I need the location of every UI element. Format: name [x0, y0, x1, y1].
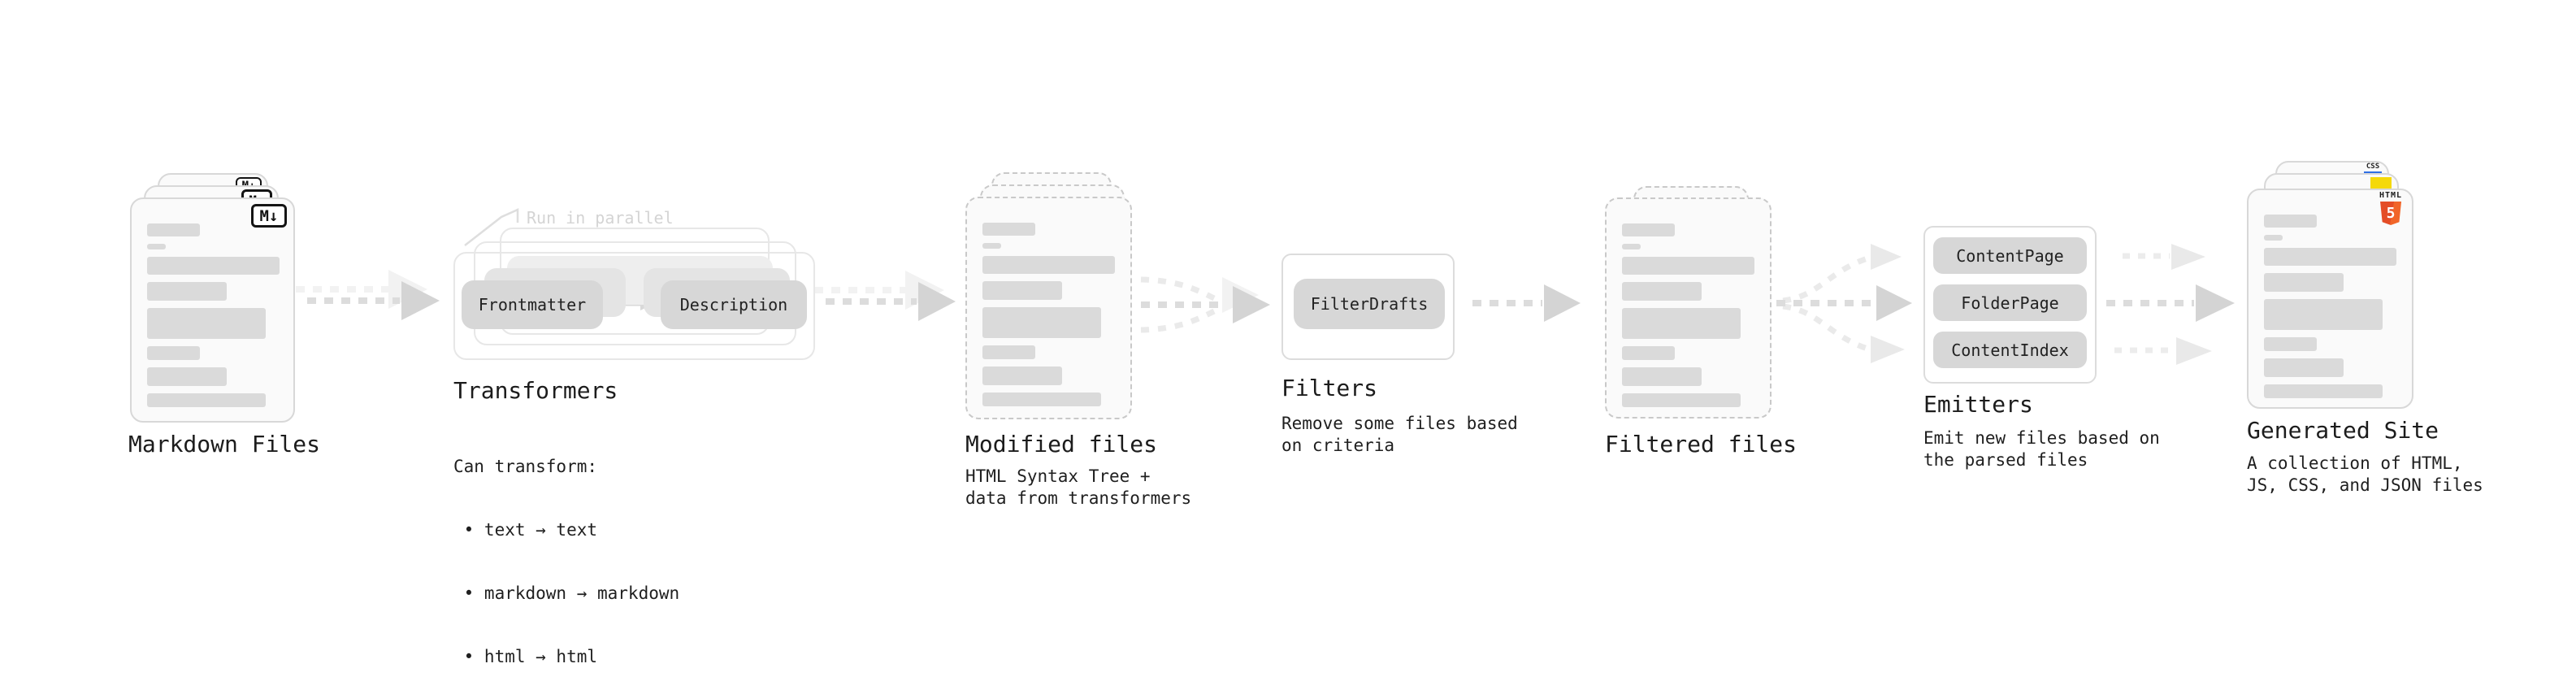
- desc-line: HTML Syntax Tree +: [965, 466, 1151, 486]
- contentpage-pill: ContentPage: [1933, 237, 2087, 274]
- transformers-bullet: • html → html: [453, 647, 598, 666]
- flow-converge-modified-to-filters: [1140, 276, 1270, 333]
- file-content-skeleton: [132, 199, 280, 414]
- contentindex-pill: ContentIndex: [1933, 332, 2087, 368]
- filters-description: Remove some files based on criteria: [1281, 413, 1518, 457]
- desc-line: the parsed files: [1923, 450, 2088, 470]
- folderpage-pill: FolderPage: [1933, 284, 2087, 321]
- transformers-bullet: • text → text: [453, 520, 598, 540]
- modified-files-description: HTML Syntax Tree + data from transformer…: [965, 466, 1191, 510]
- markdown-file-card-front: [130, 197, 295, 423]
- javascript-file-icon: [2370, 177, 2392, 189]
- flow-diverge-filtered-to-emitters: [1776, 244, 1912, 363]
- desc-line: data from transformers: [965, 488, 1192, 508]
- html5-shield: 5: [2380, 202, 2402, 225]
- flow-arrow-markdown-to-transformers: [296, 270, 440, 320]
- transformers-bullet: • markdown → markdown: [453, 583, 680, 603]
- transformers-desc-title: Can transform:: [453, 457, 598, 476]
- stage-label-filters: Filters: [1281, 375, 1378, 401]
- run-in-parallel-note: Run in parallel: [527, 208, 674, 228]
- file-content-skeleton: [1607, 199, 1754, 414]
- frontmatter-pill: Frontmatter: [462, 280, 603, 329]
- markdown-icon: M↓: [251, 204, 287, 228]
- filterdrafts-pill: FilterDrafts: [1294, 279, 1445, 329]
- stage-label-modified-files: Modified files: [965, 431, 1158, 458]
- file-content-skeleton: [2249, 190, 2396, 406]
- html5-file-icon: HTML 5: [2379, 192, 2402, 225]
- stage-label-filtered-files: Filtered files: [1605, 431, 1798, 458]
- flow-arrow-transformers-to-modified: [814, 271, 956, 321]
- html5-digit: 5: [2386, 205, 2396, 222]
- desc-line: on criteria: [1281, 436, 1395, 455]
- transformer-box-front: [453, 252, 815, 360]
- desc-line: Remove some files based: [1281, 414, 1518, 433]
- flow-arrows-emitters-to-generated: [2106, 244, 2235, 365]
- flow-arrow-filters-to-filtered: [1472, 284, 1581, 322]
- stage-label-generated-site: Generated Site: [2247, 417, 2439, 444]
- html5-icon-word: HTML: [2379, 191, 2403, 200]
- transformers-description: Can transform: • text → text • markdown …: [453, 414, 679, 681]
- file-content-skeleton: [967, 198, 1115, 414]
- desc-line: JS, CSS, and JSON files: [2247, 475, 2483, 495]
- generated-file-card-front: [2247, 189, 2413, 409]
- filtered-file-card-front: [1605, 197, 1772, 419]
- description-pill: Description: [661, 280, 807, 329]
- desc-line: A collection of HTML,: [2247, 453, 2463, 473]
- modified-file-card-front: [965, 197, 1132, 419]
- run-in-parallel-callout-line: [464, 208, 519, 246]
- stage-label-transformers: Transformers: [453, 377, 618, 404]
- stage-label-emitters: Emitters: [1923, 391, 2033, 418]
- generated-site-description: A collection of HTML, JS, CSS, and JSON …: [2247, 453, 2483, 497]
- desc-line: Emit new files based on: [1923, 428, 2160, 448]
- css-icon-label: CSS: [2366, 163, 2380, 171]
- emitters-description: Emit new files based on the parsed files: [1923, 427, 2160, 471]
- stage-label-markdown-files: Markdown Files: [128, 431, 321, 458]
